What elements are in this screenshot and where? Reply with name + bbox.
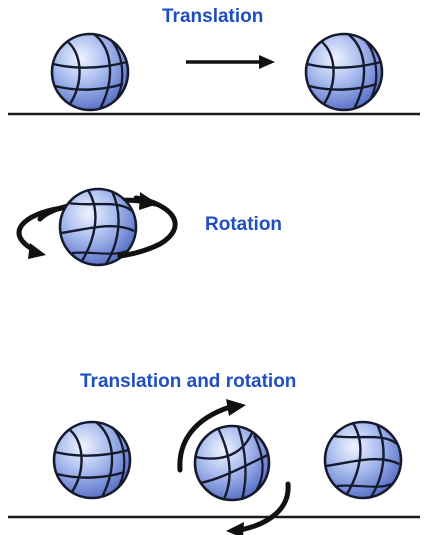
rotation-arrow-icon: [16, 192, 178, 259]
basketball-icon: [193, 424, 271, 502]
translation-and-rotation-label: Translation and rotation: [80, 371, 297, 392]
translation-label: Translation: [162, 6, 264, 27]
right-arrow-icon: [186, 55, 275, 69]
rotation-label: Rotation: [205, 214, 283, 235]
basketball-icon: [304, 32, 384, 112]
rotation-arrow-icon: [177, 399, 291, 535]
basketball-icon: [52, 420, 132, 500]
basketball-icon: [323, 420, 403, 500]
basketball-icon: [50, 32, 130, 112]
